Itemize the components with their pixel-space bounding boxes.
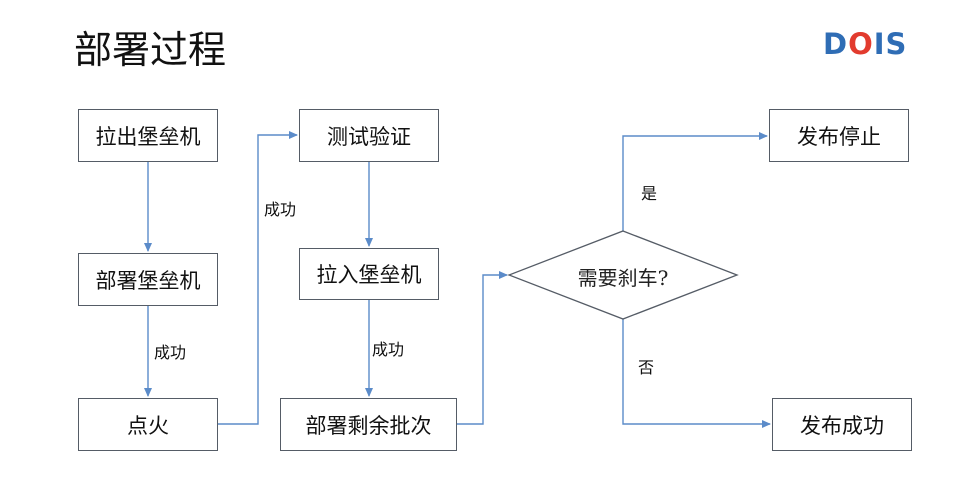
decision-label: 需要刹车? [577,265,669,290]
logo-letter: I [873,27,886,61]
node-test-verify: 测试验证 [299,109,439,162]
edge-label-no: 否 [638,358,655,377]
connector-ignite-to-test [217,131,298,425]
connector-yes-to-stop [622,132,768,231]
connector-no-to-success [622,319,771,428]
decision-diamond [507,230,739,320]
node-publish-success: 发布成功 [772,398,912,451]
logo-letter: O [848,27,874,61]
node-deploy-remaining: 部署剩余批次 [280,398,457,451]
logo-letter: D [823,27,849,61]
page-title: 部署过程 [74,28,227,72]
edge-label-success: 成功 [264,200,297,219]
node-pull-in-bastion: 拉入堡垒机 [299,248,439,300]
dois-logo: DOIS [823,27,907,61]
node-ignite: 点火 [78,398,218,451]
node-publish-stop: 发布停止 [769,109,909,162]
edge-label-yes: 是 [641,184,658,203]
node-pull-out-bastion: 拉出堡垒机 [78,109,218,162]
node-deploy-bastion: 部署堡垒机 [78,253,218,306]
edge-label-success: 成功 [154,343,187,362]
edge-label-success: 成功 [372,340,405,359]
logo-letter: S [885,27,908,61]
connector-deploy-rest-to-decision [457,271,508,425]
